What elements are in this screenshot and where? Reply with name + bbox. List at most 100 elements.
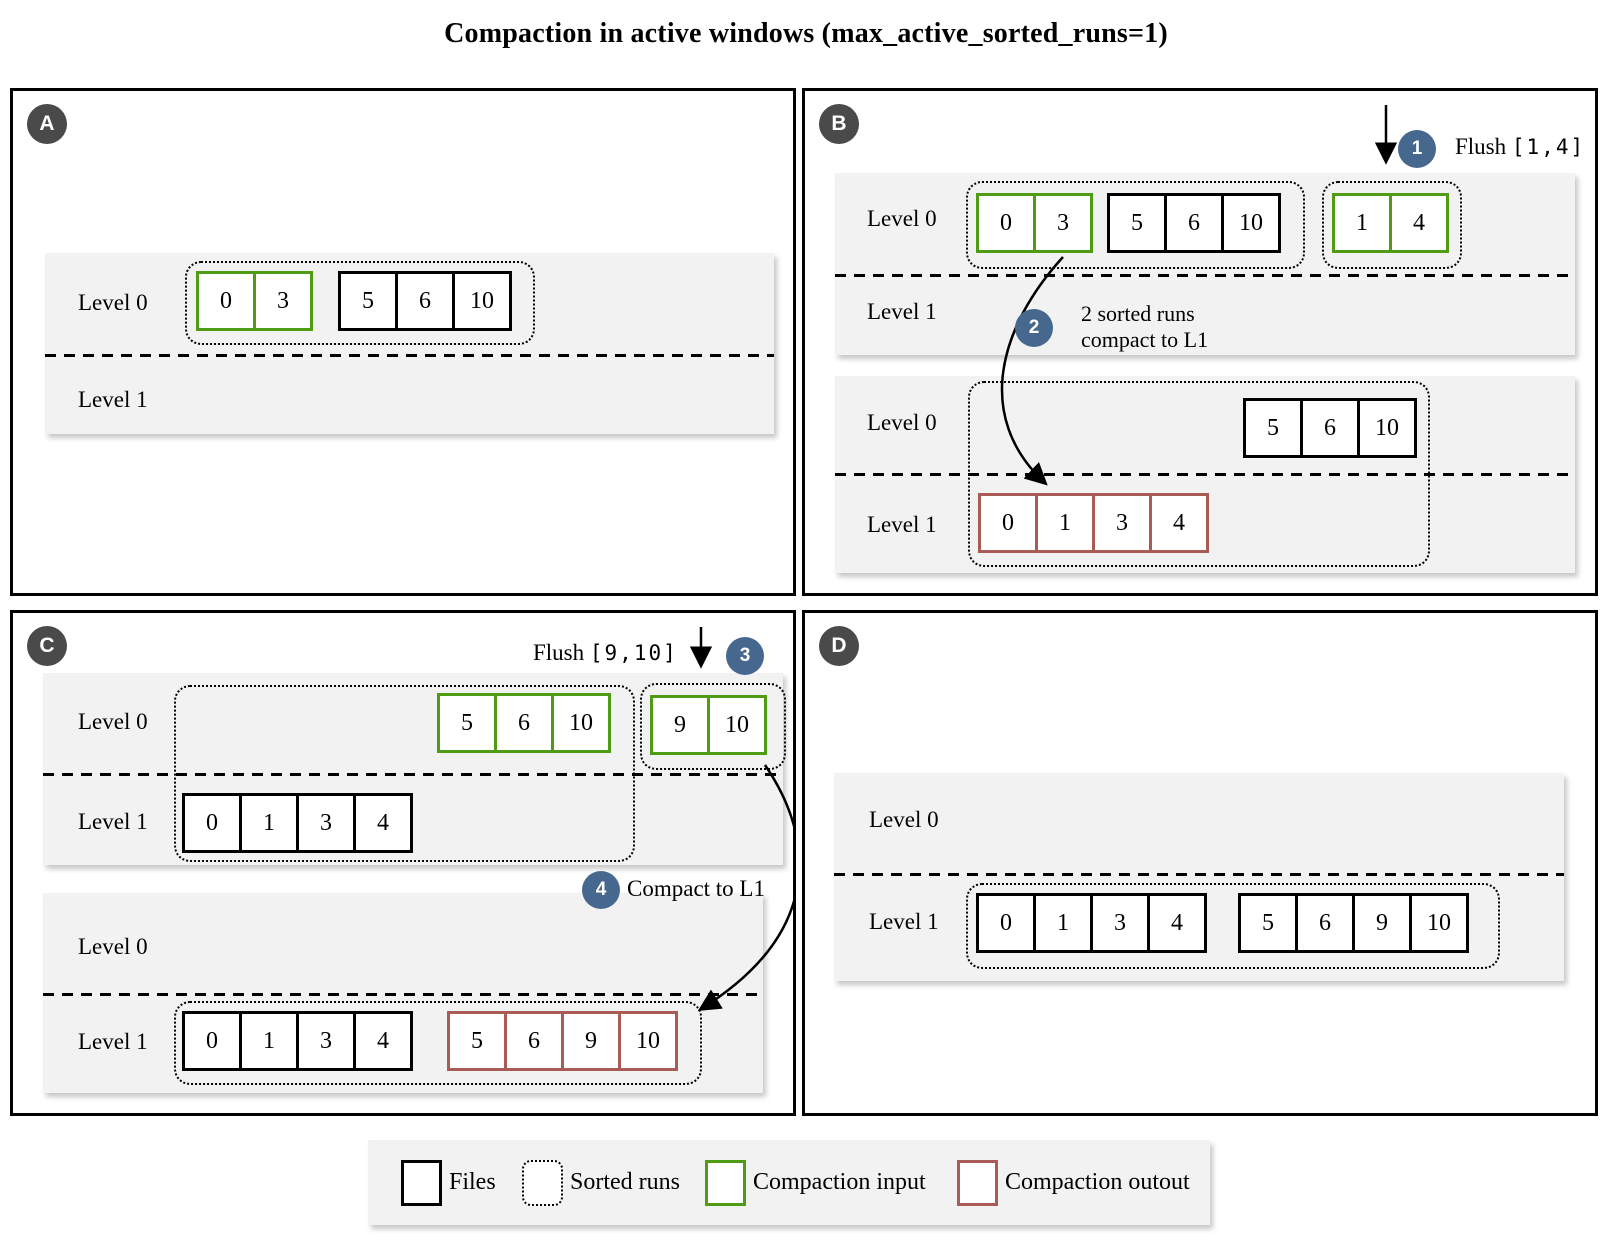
level1-label: Level 1 — [78, 387, 148, 412]
compact-annotation: Compact to L1 — [627, 876, 765, 901]
step-2-badge: 2 — [1015, 309, 1053, 347]
level1-label: Level 1 — [78, 809, 148, 834]
level0-label: Level 0 — [869, 807, 939, 832]
panel-d-lsm-band: Level 0 Level 1 0 1 3 4 5 6 9 10 — [834, 773, 1564, 981]
level-separator — [43, 773, 783, 776]
panel-a-lsm-band: Level 0 0 3 5 6 10 Level 1 — [45, 253, 774, 434]
file-box: 5 — [1243, 398, 1303, 458]
panel-d: D Level 0 Level 1 0 1 3 4 5 6 9 10 — [802, 610, 1598, 1116]
file-group: 0 1 3 4 — [182, 1011, 413, 1071]
file-group-compaction-output: 0 1 3 4 — [978, 493, 1209, 553]
level-separator — [835, 274, 1575, 277]
level0-label: Level 0 — [78, 934, 148, 959]
file-box: 10 — [1221, 193, 1281, 253]
level-separator — [834, 873, 1564, 876]
file-box: 10 — [452, 271, 512, 331]
file-box: 5 — [437, 693, 497, 753]
flush-annotation: Flush [9,10] — [533, 640, 678, 666]
file-box: 9 — [650, 695, 710, 755]
file-box: 5 — [1238, 893, 1298, 953]
file-group-flushed: 1 4 — [1332, 193, 1449, 253]
file-group-flushed: 9 10 — [650, 695, 767, 755]
file-box: 0 — [976, 893, 1036, 953]
panel-b-band-after: Level 0 5 6 10 Level 1 0 1 3 4 — [835, 376, 1575, 573]
file-box: 3 — [1090, 893, 1150, 953]
sorted-runs-swatch-icon — [522, 1159, 563, 1206]
legend-label: Files — [449, 1169, 496, 1195]
legend: Files Sorted runs Compaction input Compa… — [368, 1140, 1210, 1225]
level1-label: Level 1 — [78, 1029, 148, 1054]
panel-a-badge: A — [27, 104, 67, 144]
level1-label: Level 1 — [869, 909, 939, 934]
file-group: 5 6 9 10 — [1238, 893, 1469, 953]
file-box: 3 — [253, 271, 313, 331]
file-box: 6 — [1164, 193, 1224, 253]
sorted-run-container-flushed — [1322, 181, 1462, 269]
level0-label: Level 0 — [78, 290, 148, 315]
file-box: 1 — [1035, 493, 1095, 553]
file-group: 5 6 10 — [338, 271, 512, 331]
legend-item-compaction-input: Compaction input — [705, 1140, 926, 1225]
file-box: 5 — [338, 271, 398, 331]
legend-label: Sorted runs — [570, 1169, 680, 1195]
file-box: 6 — [1300, 398, 1360, 458]
file-box: 6 — [395, 271, 455, 331]
step-3-badge: 3 — [726, 637, 764, 675]
file-box: 0 — [976, 193, 1036, 253]
diagram-title: Compaction in active windows (max_active… — [444, 18, 1168, 49]
file-group-compaction-input: 5 6 10 — [437, 693, 611, 753]
file-box: 3 — [1033, 193, 1093, 253]
file-group: 0 1 3 4 — [182, 793, 413, 853]
file-box: 4 — [1149, 493, 1209, 553]
file-box: 3 — [296, 1011, 356, 1071]
flush-label: Flush — [533, 640, 585, 665]
file-box: 0 — [196, 271, 256, 331]
legend-item-compaction-output: Compaction outout — [957, 1140, 1190, 1225]
file-box: 9 — [561, 1011, 621, 1071]
file-box: 1 — [1033, 893, 1093, 953]
legend-item-files: Files — [401, 1140, 496, 1225]
file-box: 6 — [1295, 893, 1355, 953]
panel-c-band-before: Level 0 5 6 10 9 10 Level 1 0 1 3 4 — [43, 673, 786, 865]
panel-c-badge: C — [27, 626, 67, 666]
file-box: 3 — [1092, 493, 1152, 553]
files-swatch-icon — [401, 1159, 442, 1206]
compact-annotation: 2 sorted runs compact to L1 — [1081, 301, 1208, 353]
level-separator — [45, 354, 774, 357]
level-separator — [43, 993, 763, 996]
file-box: 10 — [707, 695, 767, 755]
file-box: 3 — [296, 793, 356, 853]
level1-label: Level 1 — [867, 299, 937, 324]
compact-annotation-line1: 2 sorted runs — [1081, 301, 1195, 326]
file-box: 0 — [182, 793, 242, 853]
compaction-output-swatch-icon — [957, 1159, 998, 1206]
file-box: 1 — [239, 793, 299, 853]
file-group: 0 1 3 4 — [976, 893, 1207, 953]
file-box: 5 — [447, 1011, 507, 1071]
sorted-run-container — [966, 181, 1305, 269]
panel-a: A Level 0 0 3 5 6 10 Level 1 — [10, 88, 796, 596]
legend-label: Compaction outout — [1005, 1169, 1190, 1195]
file-box: 4 — [353, 793, 413, 853]
file-box: 4 — [1147, 893, 1207, 953]
compact-annotation-line2: compact to L1 — [1081, 327, 1209, 352]
file-group-compaction-input: 0 3 — [976, 193, 1093, 253]
level1-label: Level 1 — [867, 512, 937, 537]
level0-label: Level 0 — [867, 206, 937, 231]
panel-c-band-after: Level 0 Level 1 0 1 3 4 5 6 9 10 — [43, 893, 763, 1093]
flush-range: [1,4] — [1511, 135, 1586, 159]
file-box: 10 — [618, 1011, 678, 1071]
file-box: 1 — [1332, 193, 1392, 253]
flush-range: [9,10] — [589, 641, 678, 665]
file-box: 9 — [1352, 893, 1412, 953]
panel-b: B 1 Flush [1,4] Level 0 0 3 5 6 10 1 4 — [802, 88, 1598, 596]
step-1-badge: 1 — [1398, 130, 1436, 168]
file-box: 1 — [239, 1011, 299, 1071]
legend-item-sorted-runs: Sorted runs — [522, 1140, 680, 1225]
file-box: 4 — [1389, 193, 1449, 253]
sorted-run-container — [174, 1001, 702, 1085]
flush-label: Flush — [1455, 134, 1507, 159]
file-group-compaction-input: 0 3 — [196, 271, 313, 331]
panel-c: C Flush [9,10] 3 Level 0 5 6 10 9 10 Lev… — [10, 610, 796, 1116]
